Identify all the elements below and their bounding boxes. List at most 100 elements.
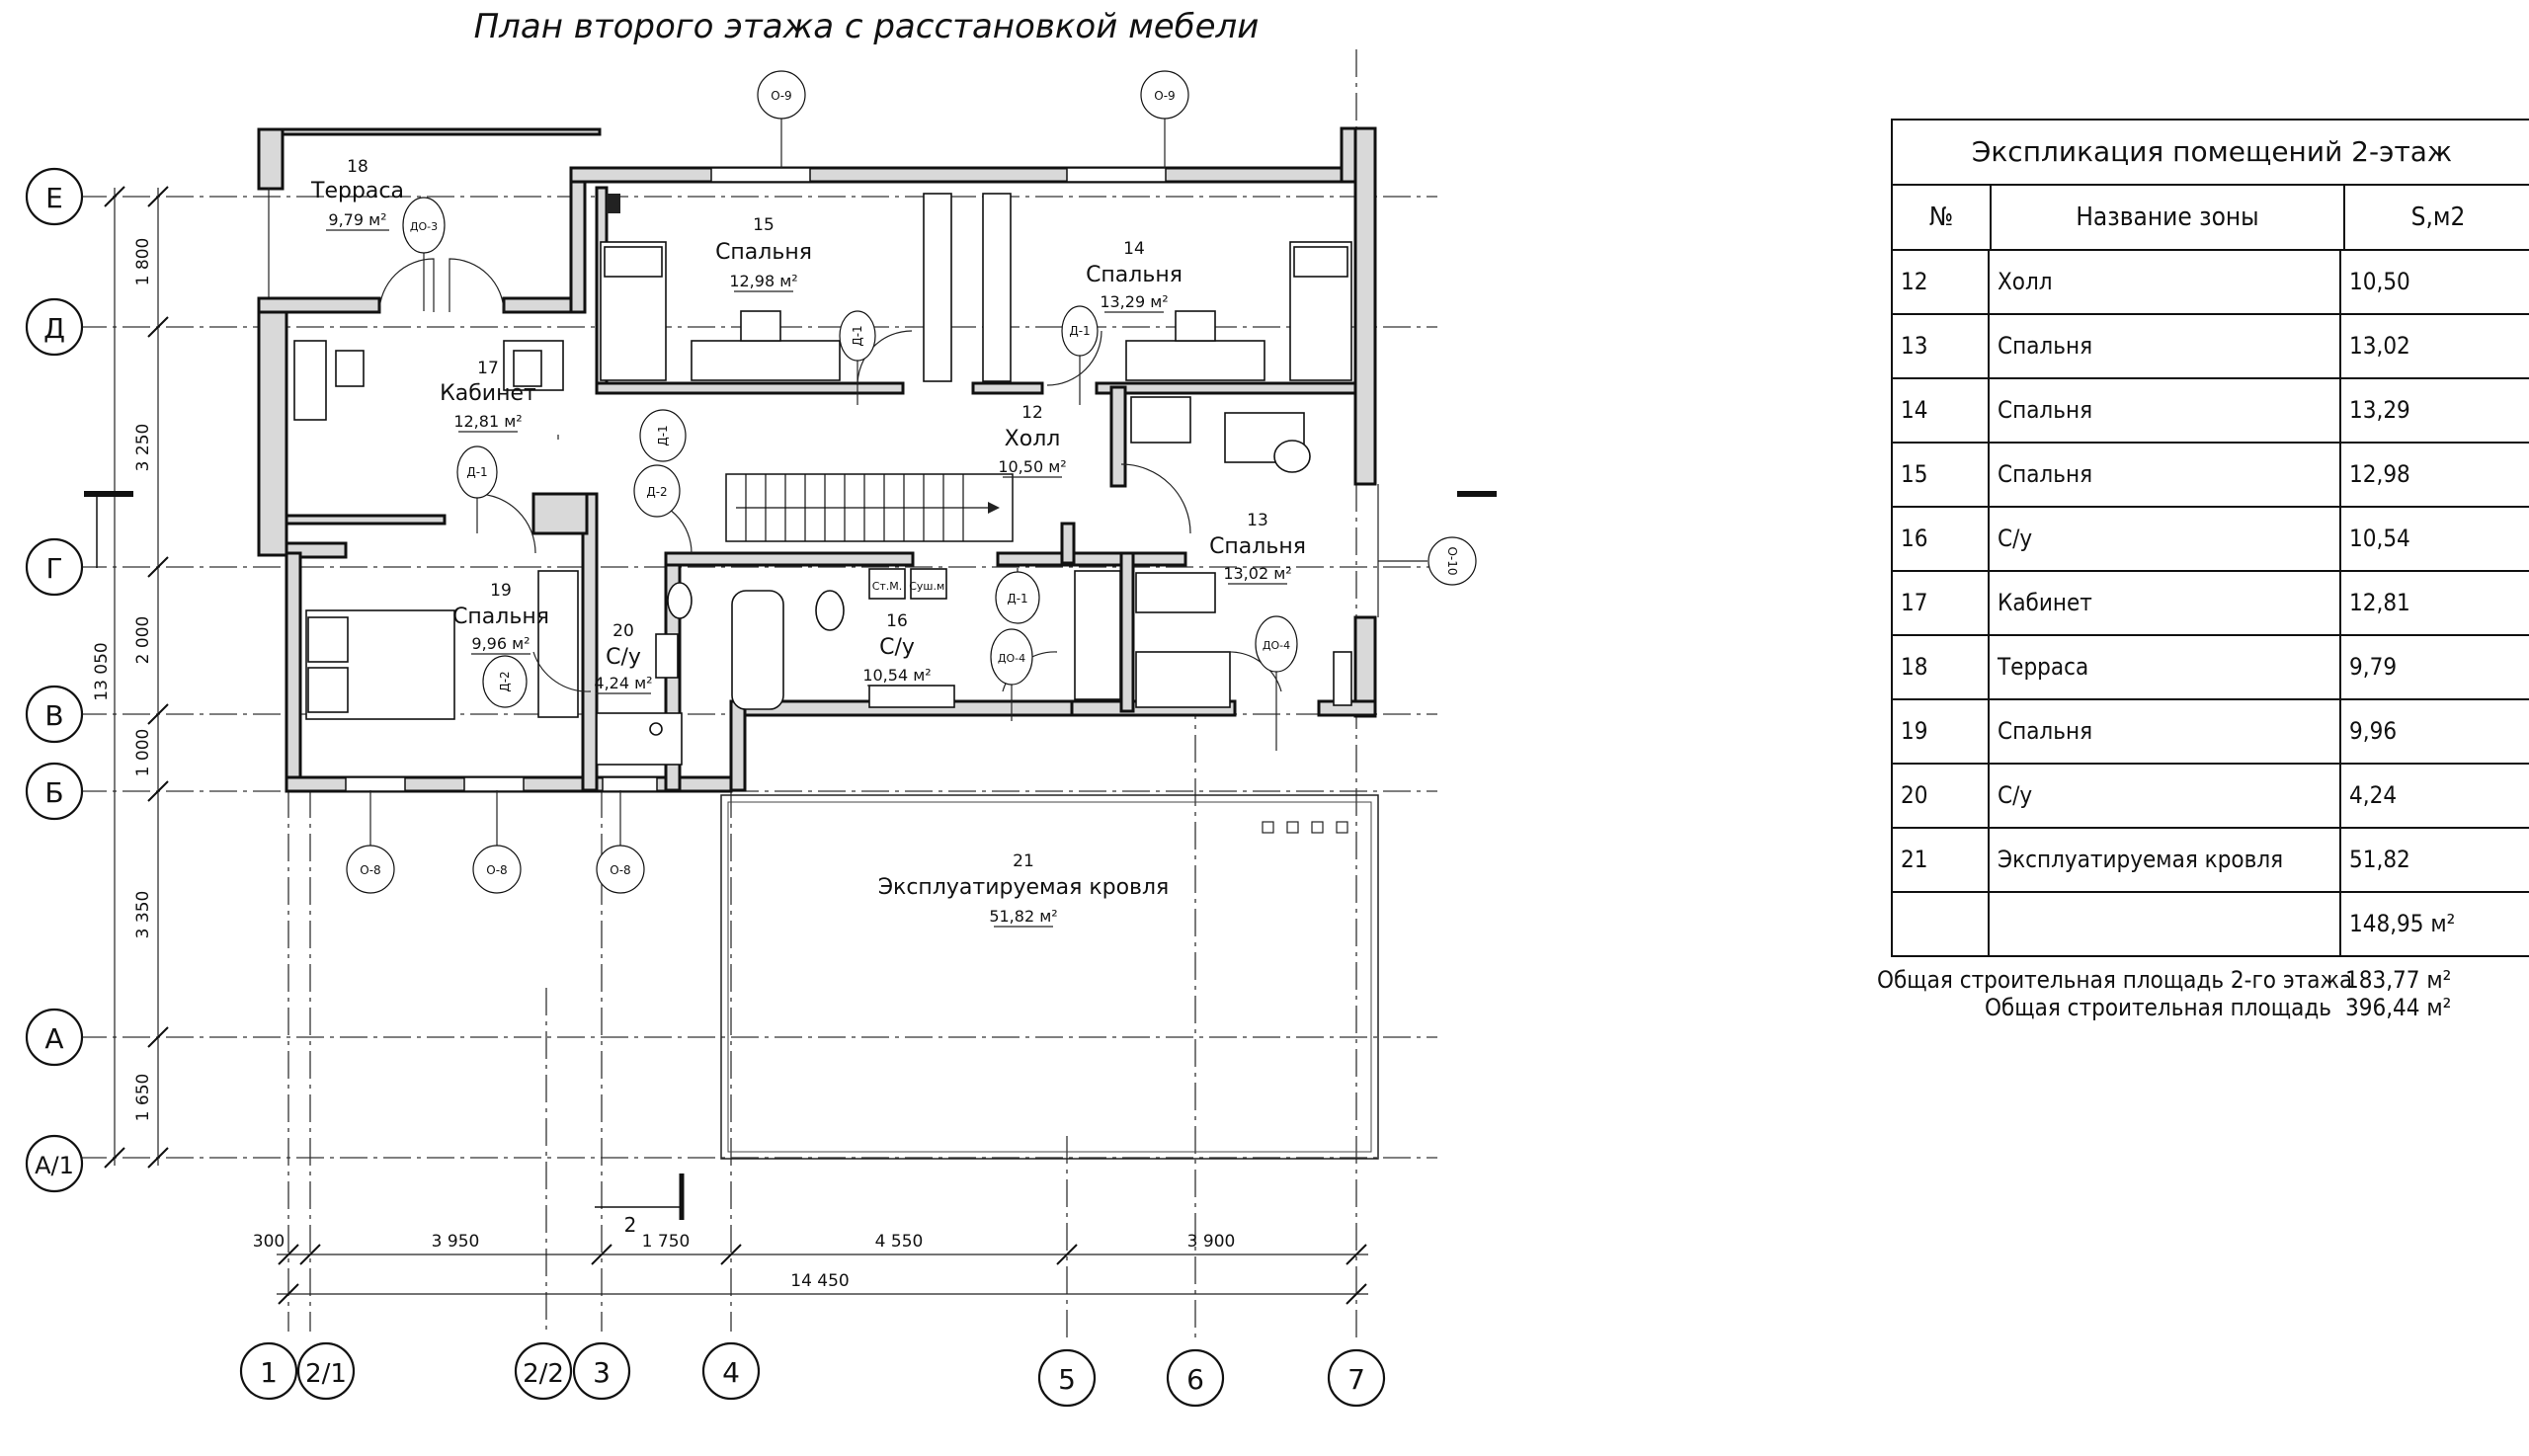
washer-label: Ст.М.	[872, 580, 903, 593]
axis-label-6: 6	[1186, 1363, 1204, 1396]
svg-text:Д-2: Д-2	[646, 485, 667, 499]
door-tag: Д-1	[995, 568, 1040, 624]
row-area: 9,79	[2349, 653, 2398, 681]
window-tag: О-9	[1140, 70, 1189, 168]
dim-vertical-4: 1 000	[133, 729, 153, 777]
row-zone-name: С/у	[1990, 508, 2341, 570]
header-area: S,м2	[2410, 202, 2466, 232]
door-tag: ДО-4	[1255, 615, 1298, 751]
row-zone-name: Холл	[1990, 251, 2341, 313]
svg-text:С/у: С/у	[606, 645, 641, 670]
svg-text:13: 13	[1247, 511, 1268, 530]
total-row-building: Общая строительная площадь 396,44 м²	[1877, 994, 2529, 1021]
explication-header-row: № Название зоны S,м2	[1893, 186, 2529, 251]
svg-text:16: 16	[886, 611, 908, 631]
svg-text:12: 12	[1021, 403, 1043, 423]
total-value-building: 396,44 м²	[2345, 994, 2452, 1021]
dim-vertical-6: 1 650	[133, 1074, 153, 1122]
svg-text:Д-1: Д-1	[466, 465, 487, 479]
door-tags: Д-1 Д-1 Д-1 Д-1 Д-1 Д-2 Д-2	[402, 197, 1298, 751]
row-area: 10,50	[2349, 268, 2410, 295]
window-tag: О-8	[346, 790, 395, 894]
dim-horizontal-2: 3 950	[432, 1232, 480, 1252]
svg-text:Эксплуатируемая кровля: Эксплуатируемая кровля	[878, 875, 1170, 900]
row-area: 12,81	[2349, 589, 2410, 616]
area-totals: Общая строительная площадь 2-го этажа 18…	[1877, 966, 2529, 1021]
row-zone-name: Терраса	[1990, 636, 2341, 698]
row-number: 18	[1893, 636, 1990, 698]
axis-label-1: 1	[260, 1356, 278, 1389]
svg-text:18: 18	[347, 157, 368, 177]
dim-horizontal-5: 3 900	[1187, 1232, 1236, 1252]
svg-text:15: 15	[753, 215, 775, 235]
dim-horizontal-1: 300	[253, 1232, 285, 1252]
door-tag: ДО-4	[990, 628, 1033, 721]
row-zone-name: Спальня	[1990, 379, 2341, 442]
explication-title: Экспликация помещений 2-этаж	[1893, 121, 2529, 186]
window-tags: О-9 О-9 О-8 О-8 О-8 О-10	[346, 70, 1477, 894]
axis-label-3: 3	[593, 1356, 611, 1389]
svg-text:Терраса: Терраса	[310, 179, 404, 203]
row-zone-name: Спальня	[1990, 700, 2341, 763]
svg-text:Д-1: Д-1	[1069, 324, 1090, 338]
row-area: 13,29	[2349, 396, 2410, 424]
row-zone-name: Спальня	[1990, 315, 2341, 377]
svg-text:10,50 м²: 10,50 м²	[998, 457, 1066, 476]
dim-vertical-1: 1 800	[133, 238, 153, 286]
window-tag: О-8	[472, 790, 522, 894]
header-zone-name: Название зоны	[1992, 186, 2345, 249]
svg-text:Кабинет: Кабинет	[440, 381, 536, 406]
room-20: 20 С/у 4,24 м²	[594, 621, 653, 694]
row-area: 4,24	[2349, 781, 2398, 809]
room-19: 19 Спальня 9,96 м²	[452, 581, 549, 655]
row-number: 20	[1893, 765, 1990, 827]
svg-text:12,98 м²: 12,98 м²	[729, 272, 797, 290]
row-area: 13,02	[2349, 332, 2410, 360]
row-number: 14	[1893, 379, 1990, 442]
axis-label-2-1: 2/1	[305, 1359, 347, 1389]
svg-text:4,24 м²: 4,24 м²	[594, 674, 652, 692]
door-tag: ДО-3	[402, 197, 446, 311]
room-15: 15 Спальня 12,98 м²	[715, 215, 812, 292]
svg-text:14: 14	[1123, 239, 1145, 259]
svg-text:17: 17	[477, 359, 499, 378]
door-tag: Д-2	[482, 655, 528, 708]
svg-text:О-8: О-8	[610, 863, 630, 877]
row-area: 9,96	[2349, 717, 2398, 745]
axis-label-a1: А/1	[35, 1152, 74, 1179]
roof-drains	[1262, 821, 1348, 834]
explication-row: 148,95 м²	[1893, 893, 2529, 955]
row-area: 51,82	[2349, 846, 2410, 873]
svg-text:13,29 м²: 13,29 м²	[1100, 292, 1168, 311]
row-zone-name: Эксплуатируемая кровля	[1990, 829, 2341, 891]
equipment-labels: Ст.М. Суш.м.	[872, 580, 948, 593]
axis-label-v: В	[44, 699, 63, 732]
row-zone-name: С/у	[1990, 765, 2341, 827]
svg-text:Холл: Холл	[1005, 427, 1061, 451]
svg-text:9,96 м²: 9,96 м²	[471, 634, 530, 653]
row-area: 12,98	[2349, 460, 2410, 488]
wardrobes	[537, 193, 1191, 718]
door-tag: Д-1	[557, 409, 687, 462]
dimension-lines: 1 800 3 250 2 000 1 000 3 350 1 650 13 0…	[92, 186, 1368, 1305]
svg-text:9,79 м²: 9,79 м²	[328, 210, 386, 229]
axis-label-g: Г	[45, 552, 62, 585]
svg-text:Спальня: Спальня	[452, 605, 549, 629]
row-number: 17	[1893, 572, 1990, 634]
svg-text:ДО-4: ДО-4	[1263, 639, 1290, 652]
dryer-label: Суш.м.	[909, 580, 948, 593]
svg-text:Спальня: Спальня	[715, 240, 812, 265]
room-18: 18 Терраса 9,79 м²	[310, 157, 404, 231]
door-tag: Д-2	[633, 464, 681, 518]
dim-vertical-5: 3 350	[133, 891, 153, 939]
room-12: 12 Холл 10,50 м²	[998, 403, 1067, 478]
door-tag: Д-1	[456, 445, 498, 533]
row-number: 16	[1893, 508, 1990, 570]
svg-text:13,02 м²: 13,02 м²	[1223, 564, 1291, 583]
room-17: 17 Кабинет 12,81 м²	[440, 359, 536, 433]
